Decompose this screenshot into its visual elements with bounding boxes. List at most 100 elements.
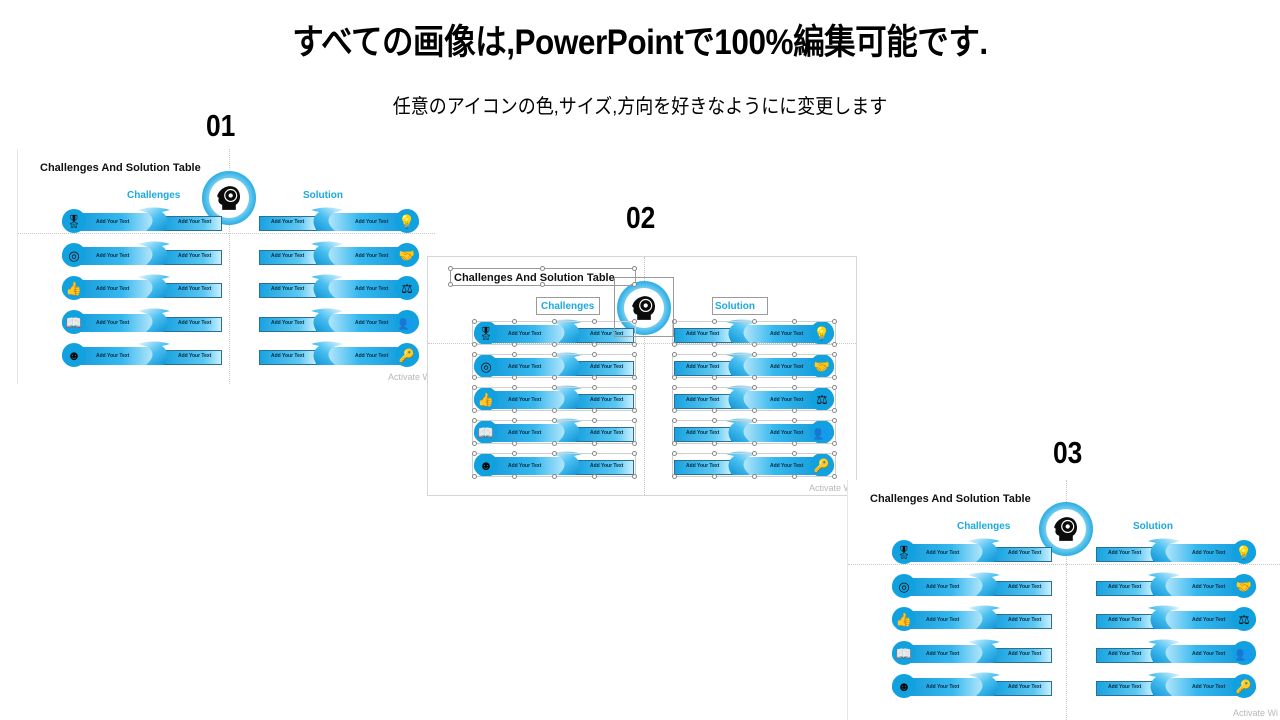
challenge-text-1[interactable]: Add Your Text	[508, 331, 542, 337]
resize-handle[interactable]	[472, 352, 477, 357]
resize-handle[interactable]	[472, 474, 477, 479]
resize-handle[interactable]	[832, 441, 837, 446]
solution-text-1[interactable]: Add Your Text	[271, 353, 305, 359]
resize-handle[interactable]	[832, 385, 837, 390]
resize-handle[interactable]	[752, 418, 757, 423]
resize-handle[interactable]	[592, 408, 597, 413]
challenge-text-1[interactable]: Add Your Text	[96, 286, 130, 292]
resize-handle[interactable]	[832, 451, 837, 456]
solution-text-2[interactable]: Add Your Text	[355, 320, 389, 326]
challenge-text-2[interactable]: Add Your Text	[590, 463, 624, 469]
resize-handle[interactable]	[512, 451, 517, 456]
challenge-text-2[interactable]: Add Your Text	[590, 364, 624, 370]
resize-handle[interactable]	[752, 385, 757, 390]
resize-handle[interactable]	[472, 451, 477, 456]
challenge-text-2[interactable]: Add Your Text	[178, 286, 212, 292]
resize-handle[interactable]	[512, 441, 517, 446]
resize-handle[interactable]	[712, 451, 717, 456]
resize-handle[interactable]	[832, 474, 837, 479]
resize-handle[interactable]	[632, 375, 637, 380]
resize-handle[interactable]	[832, 342, 837, 347]
resize-handle[interactable]	[752, 319, 757, 324]
resize-handle[interactable]	[540, 266, 545, 271]
resize-handle[interactable]	[632, 282, 637, 287]
resize-handle[interactable]	[552, 474, 557, 479]
resize-handle[interactable]	[552, 408, 557, 413]
challenge-text-1[interactable]: Add Your Text	[508, 364, 542, 370]
resize-handle[interactable]	[512, 342, 517, 347]
challenge-text-2[interactable]: Add Your Text	[590, 331, 624, 337]
solution-text-2[interactable]: Add Your Text	[1192, 617, 1226, 623]
resize-handle[interactable]	[832, 418, 837, 423]
resize-handle[interactable]	[512, 418, 517, 423]
resize-handle[interactable]	[792, 451, 797, 456]
resize-handle[interactable]	[592, 441, 597, 446]
challenge-text-1[interactable]: Add Your Text	[96, 320, 130, 326]
challenge-text-2[interactable]: Add Your Text	[590, 430, 624, 436]
resize-handle[interactable]	[632, 474, 637, 479]
resize-handle[interactable]	[712, 375, 717, 380]
resize-handle[interactable]	[792, 342, 797, 347]
solution-text-1[interactable]: Add Your Text	[271, 219, 305, 225]
resize-handle[interactable]	[552, 385, 557, 390]
solution-text-1[interactable]: Add Your Text	[1108, 584, 1142, 590]
solution-text-2[interactable]: Add Your Text	[355, 286, 389, 292]
resize-handle[interactable]	[792, 474, 797, 479]
resize-handle[interactable]	[752, 441, 757, 446]
resize-handle[interactable]	[752, 352, 757, 357]
resize-handle[interactable]	[592, 474, 597, 479]
solution-text-1[interactable]: Add Your Text	[686, 430, 720, 436]
resize-handle[interactable]	[712, 319, 717, 324]
resize-handle[interactable]	[632, 385, 637, 390]
resize-handle[interactable]	[672, 474, 677, 479]
solution-text-2[interactable]: Add Your Text	[770, 430, 804, 436]
resize-handle[interactable]	[792, 352, 797, 357]
resize-handle[interactable]	[792, 375, 797, 380]
resize-handle[interactable]	[672, 441, 677, 446]
solution-text-2[interactable]: Add Your Text	[355, 219, 389, 225]
resize-handle[interactable]	[552, 418, 557, 423]
resize-handle[interactable]	[512, 352, 517, 357]
solution-text-1[interactable]: Add Your Text	[1108, 684, 1142, 690]
solution-text-2[interactable]: Add Your Text	[770, 463, 804, 469]
resize-handle[interactable]	[832, 319, 837, 324]
solution-text-2[interactable]: Add Your Text	[1192, 651, 1226, 657]
resize-handle[interactable]	[712, 441, 717, 446]
challenge-text-1[interactable]: Add Your Text	[508, 463, 542, 469]
challenge-text-1[interactable]: Add Your Text	[926, 684, 960, 690]
challenge-text-2[interactable]: Add Your Text	[1008, 617, 1042, 623]
resize-handle[interactable]	[448, 266, 453, 271]
resize-handle[interactable]	[512, 408, 517, 413]
resize-handle[interactable]	[712, 418, 717, 423]
resize-handle[interactable]	[792, 441, 797, 446]
resize-handle[interactable]	[792, 385, 797, 390]
resize-handle[interactable]	[632, 408, 637, 413]
challenge-text-2[interactable]: Add Your Text	[178, 353, 212, 359]
resize-handle[interactable]	[712, 352, 717, 357]
challenge-text-2[interactable]: Add Your Text	[590, 397, 624, 403]
resize-handle[interactable]	[512, 385, 517, 390]
resize-handle[interactable]	[472, 418, 477, 423]
resize-handle[interactable]	[672, 319, 677, 324]
challenge-text-1[interactable]: Add Your Text	[926, 651, 960, 657]
resize-handle[interactable]	[712, 408, 717, 413]
resize-handle[interactable]	[540, 282, 545, 287]
resize-handle[interactable]	[472, 441, 477, 446]
solution-text-1[interactable]: Add Your Text	[271, 253, 305, 259]
challenge-text-2[interactable]: Add Your Text	[1008, 584, 1042, 590]
resize-handle[interactable]	[472, 408, 477, 413]
resize-handle[interactable]	[592, 352, 597, 357]
